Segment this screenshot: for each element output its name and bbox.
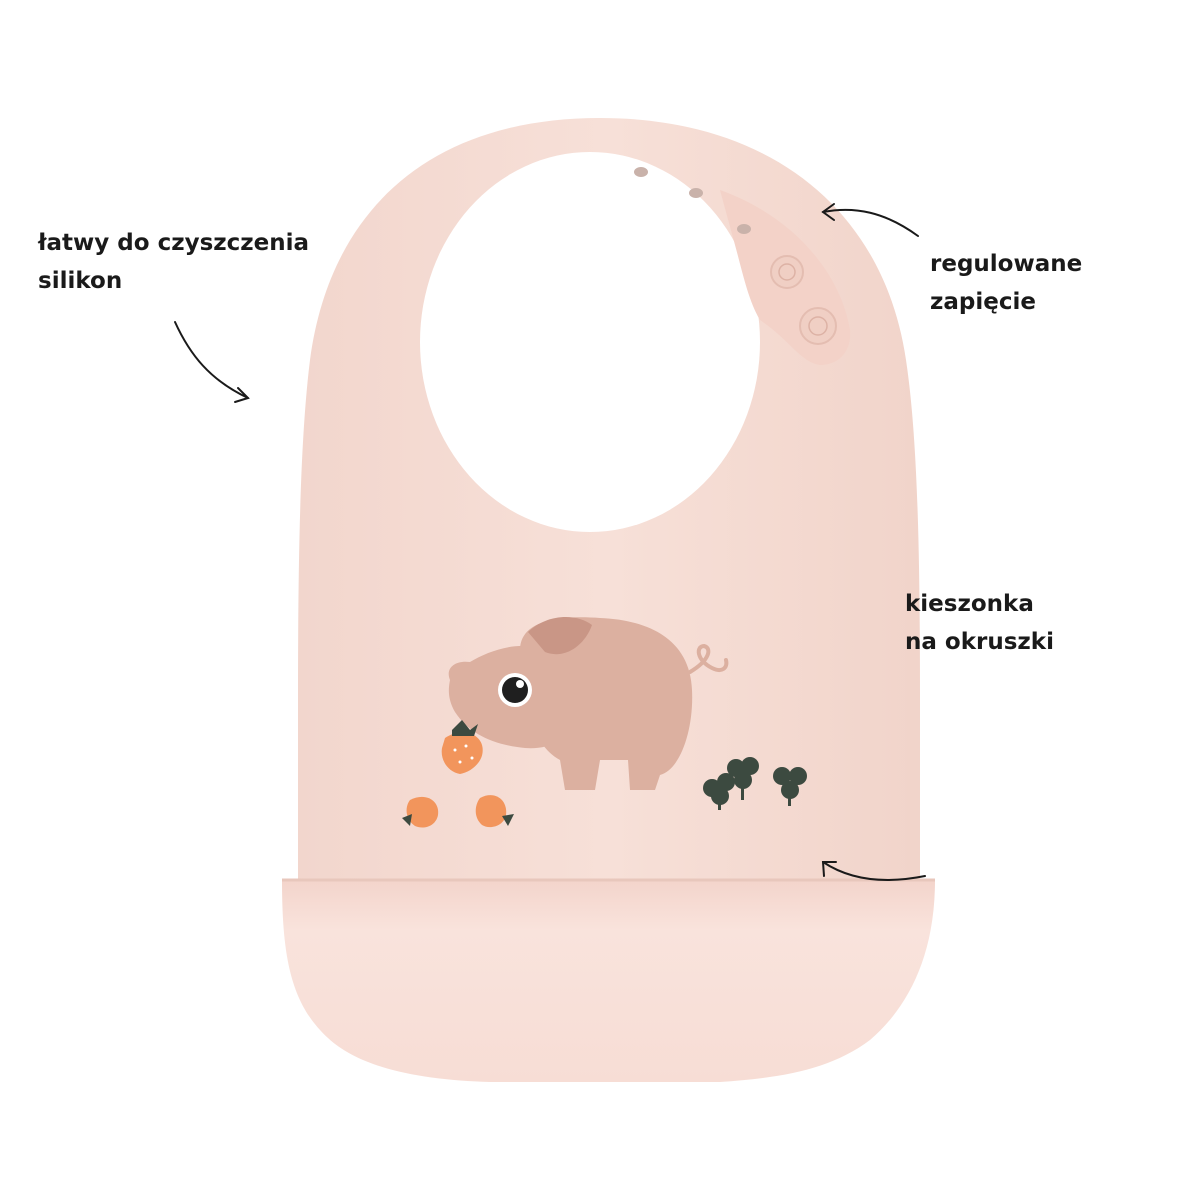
strawberry-icon — [475, 795, 514, 828]
label-adjustable-line2: zapięcie — [930, 289, 1036, 315]
label-pocket-line1: kieszonka — [905, 591, 1034, 617]
arrow-icon — [821, 203, 919, 237]
label-adjustable-clasp: regulowane zapięcie — [930, 245, 1082, 321]
strawberry-icon — [441, 720, 483, 774]
neck-hole — [420, 152, 760, 532]
clover-icon — [773, 767, 807, 806]
snap-button-icon — [799, 307, 837, 345]
label-easy-clean-line1: łatwy do czyszczenia — [38, 230, 310, 256]
arrow-icon — [821, 861, 926, 881]
label-easy-clean: łatwy do czyszczenia silikon — [38, 224, 309, 300]
adjustment-holes — [634, 167, 751, 234]
label-adjustable-line1: regulowane — [930, 251, 1083, 277]
label-easy-clean-line2: silikon — [38, 268, 123, 294]
label-pocket-line2: na okruszki — [905, 629, 1054, 655]
clover-icon — [727, 757, 759, 800]
clover-icon — [703, 773, 735, 810]
snap-button-icon — [770, 255, 804, 289]
crumb-pocket — [282, 880, 935, 1082]
label-crumb-pocket: kieszonka na okruszki — [905, 585, 1054, 661]
pig-illustration — [448, 616, 729, 790]
strawberry-icon — [402, 796, 439, 828]
arrow-icon — [174, 321, 250, 403]
